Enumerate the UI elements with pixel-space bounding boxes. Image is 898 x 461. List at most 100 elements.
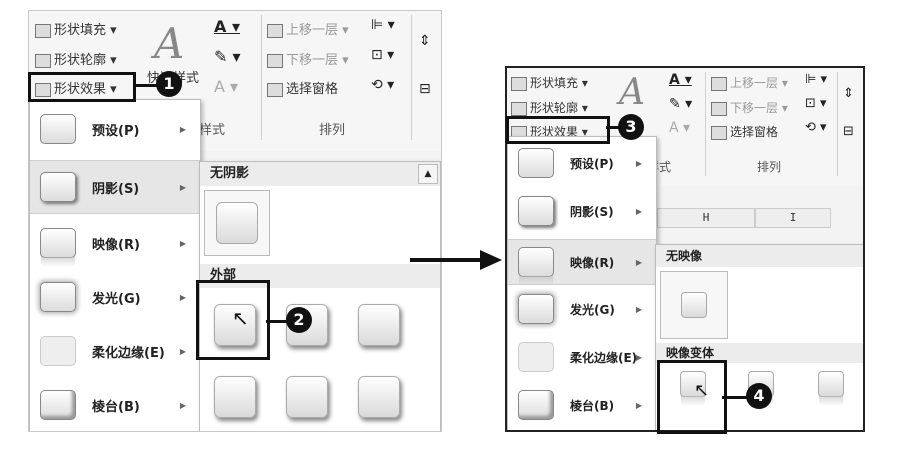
menu-item-glow[interactable]: 发光(G) ▶ — [508, 287, 656, 331]
send-backward-icon — [711, 101, 727, 116]
mouse-pointer-icon: ↖ — [232, 306, 249, 330]
ribbon-separator — [837, 72, 838, 176]
shape-fill-button[interactable]: 形状填充 ▾ — [511, 74, 588, 91]
submenu-arrow-icon: ▶ — [179, 124, 186, 134]
callout-badge: 3 — [618, 114, 644, 140]
pen-icon — [511, 101, 527, 116]
outer-shadow-option[interactable] — [214, 304, 256, 346]
outer-shadow-option[interactable] — [358, 376, 400, 418]
size-icon[interactable]: ⊟ — [419, 81, 431, 97]
send-backward-button[interactable]: 下移一层 ▾ — [711, 99, 788, 116]
text-fill-icon[interactable]: A ▾ — [214, 17, 240, 36]
selection-pane-button[interactable]: 选择窗格 — [711, 123, 778, 140]
size-icon[interactable]: ⊟ — [843, 124, 854, 139]
text-effects-icon[interactable]: A ▾ — [214, 77, 239, 96]
preset-icon — [40, 114, 76, 144]
reflection-variant-option[interactable] — [818, 371, 844, 406]
quick-styles-icon[interactable]: A — [154, 19, 185, 68]
gallery-heading-variants: 映像变体 — [656, 343, 863, 363]
rotate-icon[interactable]: ⟲ ▾ — [371, 77, 395, 93]
bring-forward-icon — [711, 76, 727, 91]
callout-badge: 4 — [746, 383, 772, 409]
reflection-variant-option[interactable] — [680, 371, 706, 406]
gallery-heading-outer: 外部 — [200, 264, 440, 288]
menu-item-label: 棱台(B) — [92, 399, 140, 415]
left-screenshot: 形状填充 ▾ 形状轮廓 ▾ 形状效果 ▾ A 快速样式 A ▾ ✎ ▾ A ▾ … — [28, 10, 442, 432]
shape-effects-menu: 预设(P) ▶ 阴影(S) ▶ 映像(R) ▶ 发光(G) ▶ 柔化边缘(E) … — [507, 136, 657, 430]
bring-forward-icon — [267, 23, 283, 38]
shape-effects-menu: 预设(P) ▶ 阴影(S) ▶ 映像(R) ▶ 发光(G) ▶ 柔化边缘(E) … — [29, 99, 201, 431]
menu-item-label: 发光(G) — [570, 302, 615, 317]
selection-pane-icon — [267, 82, 283, 97]
soft-edges-icon — [518, 342, 554, 372]
menu-item-label: 发光(G) — [92, 291, 141, 307]
align-icon[interactable]: ⊫ ▾ — [805, 72, 827, 87]
send-backward-button[interactable]: 下移一层 ▾ — [267, 49, 349, 68]
menu-item-bevel[interactable]: 棱台(B) ▶ — [30, 380, 200, 430]
bring-forward-button[interactable]: 上移一层 ▾ — [267, 19, 349, 38]
rotate-icon[interactable]: ⟲ ▾ — [805, 120, 827, 135]
text-fill-icon[interactable]: A ▾ — [669, 72, 692, 88]
ribbon-separator — [261, 15, 262, 140]
size-icon[interactable]: ⇕ — [419, 33, 431, 49]
glow-icon — [518, 294, 554, 324]
ribbon-separator — [411, 15, 412, 140]
menu-item-preset[interactable]: 预设(P) ▶ — [30, 104, 200, 154]
shape-fill-button[interactable]: 形状填充 ▾ — [35, 19, 117, 38]
shape-effects-button[interactable]: 形状效果 ▾ — [35, 78, 117, 97]
callout-line — [606, 126, 620, 129]
text-outline-icon[interactable]: ✎ ▾ — [669, 96, 693, 112]
submenu-arrow-icon: ▶ — [179, 238, 186, 248]
menu-item-label: 阴影(S) — [570, 204, 614, 219]
submenu-arrow-icon: ▶ — [635, 304, 642, 314]
ribbon-group-arrange: 排列 — [319, 123, 346, 138]
soft-edges-icon — [40, 336, 76, 366]
shape-outline-button[interactable]: 形状轮廓 ▾ — [511, 99, 588, 116]
text-effects-icon[interactable]: A ▾ — [669, 120, 691, 136]
scroll-up-icon[interactable]: ▲ — [418, 164, 438, 184]
menu-item-reflection[interactable]: 映像(R) ▶ — [508, 239, 656, 286]
size-icon[interactable]: ⇕ — [843, 86, 854, 101]
menu-item-bevel[interactable]: 棱台(B) ▶ — [508, 383, 656, 427]
menu-item-shadow[interactable]: 阴影(S) ▶ — [508, 189, 656, 233]
submenu-arrow-icon: ▶ — [635, 257, 642, 267]
shadow-gallery: 无阴影 ▲ 外部 — [199, 161, 441, 431]
callout-line — [134, 84, 158, 87]
column-header-i[interactable]: I — [755, 208, 831, 228]
paint-bucket-icon — [511, 76, 527, 91]
column-header-h[interactable]: H — [657, 208, 755, 228]
selection-pane-button[interactable]: 选择窗格 — [267, 78, 338, 97]
callout-badge: 1 — [156, 71, 182, 97]
callout-line — [722, 396, 748, 399]
outer-shadow-option[interactable] — [214, 376, 256, 418]
outer-shadow-option[interactable] — [286, 376, 328, 418]
no-reflection-option[interactable] — [660, 271, 728, 339]
menu-item-glow[interactable]: 发光(G) ▶ — [30, 272, 200, 322]
no-shadow-option[interactable] — [204, 190, 270, 256]
menu-item-preset[interactable]: 预设(P) ▶ — [508, 141, 656, 185]
effects-icon — [35, 82, 51, 97]
outer-shadow-option[interactable] — [358, 304, 400, 346]
submenu-arrow-icon: ▶ — [179, 346, 186, 356]
transition-arrow — [410, 258, 482, 262]
paint-bucket-icon — [35, 23, 51, 38]
shadow-icon — [40, 172, 76, 202]
group-icon[interactable]: ⊡ ▾ — [805, 96, 827, 111]
menu-item-soft-edges[interactable]: 柔化边缘(E) ▶ — [508, 335, 656, 379]
submenu-arrow-icon: ▶ — [635, 400, 642, 410]
quick-styles-icon[interactable]: A — [619, 72, 645, 113]
menu-item-soft-edges[interactable]: 柔化边缘(E) ▶ — [30, 326, 200, 376]
menu-item-label: 柔化边缘(E) — [570, 350, 638, 365]
menu-item-shadow[interactable]: 阴影(S) ▶ — [30, 160, 200, 214]
menu-item-reflection[interactable]: 映像(R) ▶ — [30, 218, 200, 268]
pen-icon — [35, 53, 51, 68]
submenu-arrow-icon: ▶ — [635, 158, 642, 168]
shadow-icon — [518, 196, 554, 226]
shape-outline-button[interactable]: 形状轮廓 ▾ — [35, 49, 117, 68]
align-icon[interactable]: ⊫ ▾ — [371, 17, 395, 33]
callout-line — [266, 320, 288, 323]
group-icon[interactable]: ⊡ ▾ — [371, 47, 395, 63]
right-screenshot: 形状填充 ▾ 形状轮廓 ▾ 形状效果 ▾ A A ▾ ✎ ▾ A ▾ 上移一层 … — [505, 66, 865, 432]
bring-forward-button[interactable]: 上移一层 ▾ — [711, 74, 788, 91]
text-outline-icon[interactable]: ✎ ▾ — [214, 47, 241, 66]
